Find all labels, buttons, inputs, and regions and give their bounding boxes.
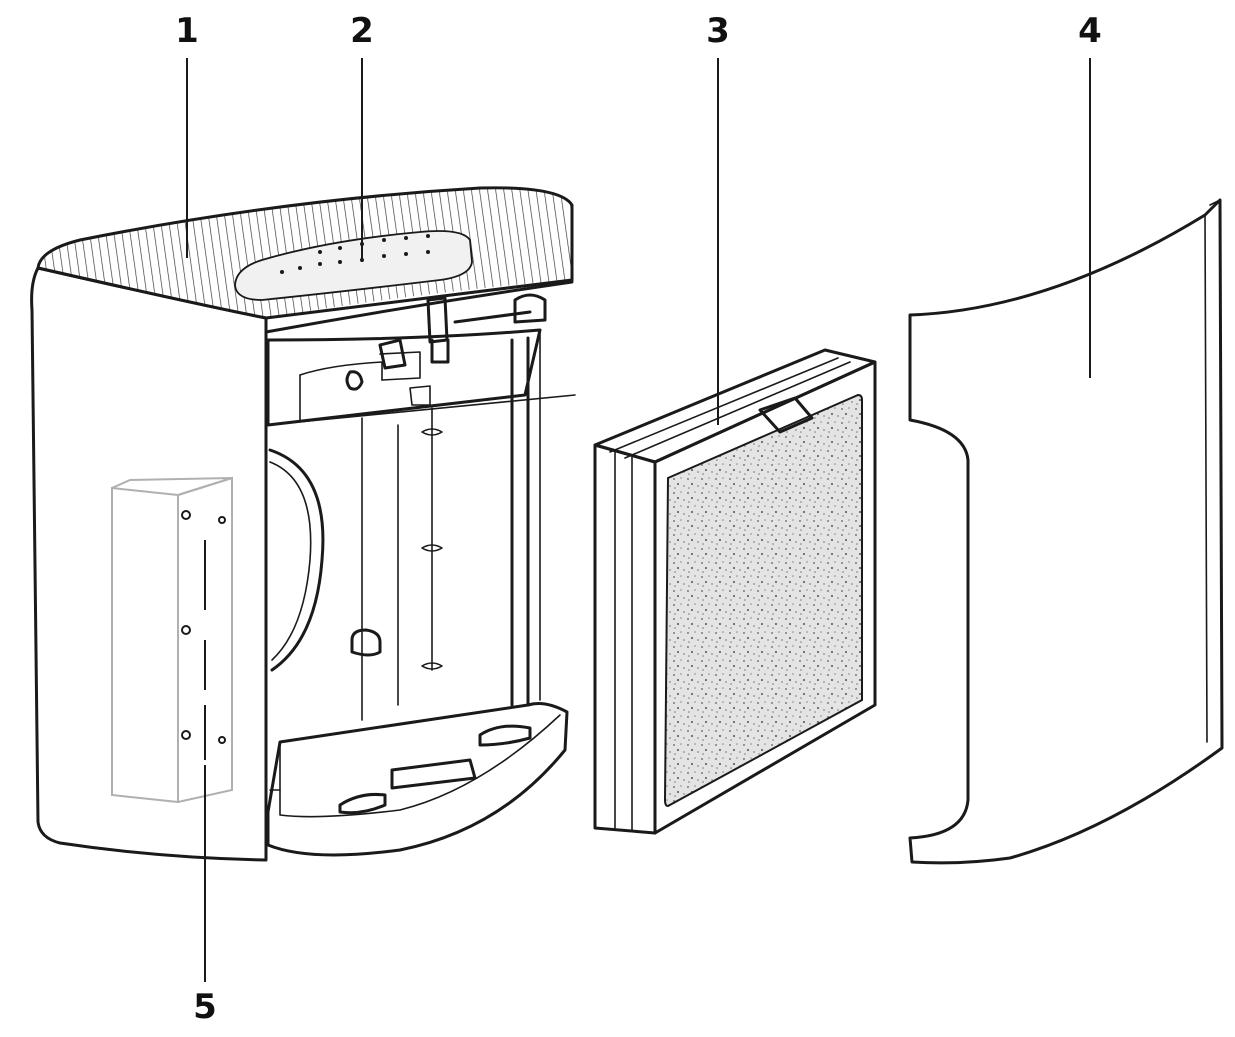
callout-3: 3 — [706, 11, 730, 51]
leader-lines — [186, 58, 1091, 982]
control-panel — [234, 230, 473, 301]
callout-4: 4 — [1078, 11, 1102, 51]
back-cover — [908, 198, 1224, 865]
callout-5: 5 — [193, 987, 217, 1027]
purifier-housing — [30, 186, 576, 862]
filter-cartridge — [593, 348, 877, 835]
callout-1: 1 — [175, 11, 199, 51]
filter-media — [663, 393, 863, 808]
filter-pull-tab — [758, 396, 814, 434]
sensor-module — [111, 476, 233, 804]
callout-2: 2 — [350, 11, 374, 51]
